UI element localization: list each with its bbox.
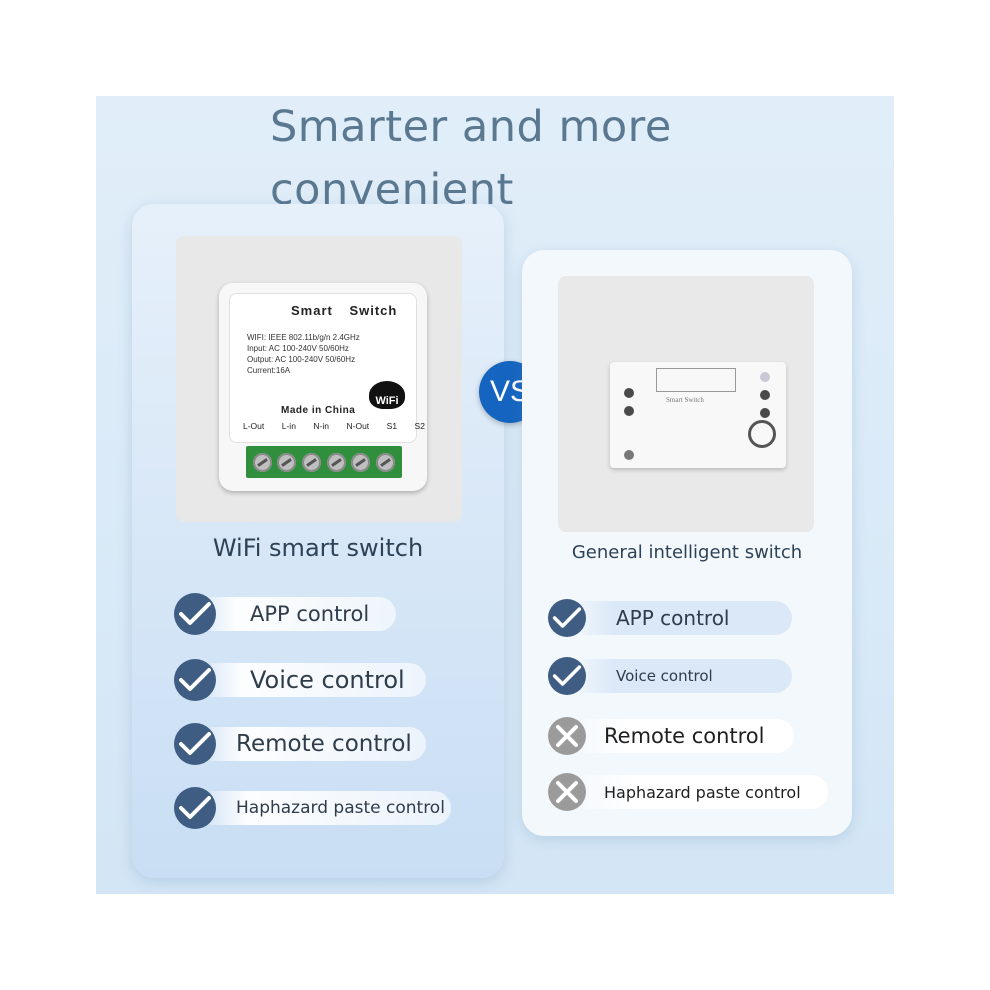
feature-label: APP control: [616, 606, 730, 630]
screw-icon: [277, 452, 297, 472]
check-icon: [548, 657, 586, 695]
general-switch-photo: Smart Switch: [558, 276, 814, 532]
device-spec-current: Current:16A: [247, 366, 291, 375]
feature-row: APP control: [174, 593, 474, 635]
made-in-label: Made in China: [281, 405, 356, 416]
smart-switch-device: Smart Switch WIFI: IEEE 802.11b/g/n 2.4G…: [219, 283, 427, 491]
feature-row: Voice control: [548, 656, 808, 696]
feature-label: Voice control: [616, 667, 713, 685]
terminal-label: S2: [414, 421, 425, 431]
feature-row: Remote control: [548, 716, 808, 756]
comparison-banner: Smarter and more convenient Smart Switch…: [96, 96, 894, 894]
feature-row: APP control: [548, 598, 808, 638]
screw-icon: [326, 452, 346, 472]
device-title: Smart Switch: [291, 303, 398, 318]
wifi-switch-photo: Smart Switch WIFI: IEEE 802.11b/g/n 2.4G…: [176, 236, 462, 522]
device-sticker: [656, 368, 736, 392]
terminal-label: N-Out: [346, 421, 370, 431]
general-switch-device: Smart Switch: [610, 362, 786, 468]
check-icon: [548, 599, 586, 637]
wifi-switch-card: Smart Switch WIFI: IEEE 802.11b/g/n 2.4G…: [132, 204, 504, 878]
device-spec-input: Input: AC 100-240V 50/60Hz: [247, 344, 349, 353]
device-face: Smart Switch WIFI: IEEE 802.11b/g/n 2.4G…: [229, 293, 425, 443]
feature-row: Haphazard paste control: [548, 772, 838, 812]
cross-icon: [548, 773, 586, 811]
cross-icon: [548, 717, 586, 755]
check-icon: [174, 659, 216, 701]
check-icon: [174, 787, 216, 829]
mounting-hook: [748, 420, 776, 448]
terminal-label: N-in: [313, 421, 330, 431]
screw-icon: [252, 452, 272, 472]
screw-icon: [351, 452, 371, 472]
feature-row: Remote control: [174, 723, 484, 765]
feature-row: Voice control: [174, 659, 474, 701]
check-icon: [174, 723, 216, 765]
product-name: General intelligent switch: [571, 542, 803, 563]
feature-label: Voice control: [250, 666, 405, 694]
wifi-logo-icon: WiFi: [369, 381, 405, 409]
feature-label: Haphazard paste control: [604, 782, 801, 802]
device-spec-output: Output: AC 100-240V 50/60Hz: [247, 355, 356, 364]
device-spec-wifi: WIFI: IEEE 802.11b/g/n 2.4GHz: [247, 333, 360, 342]
check-icon: [174, 593, 216, 635]
product-name: WiFi smart switch: [212, 534, 424, 562]
feature-label: Remote control: [604, 724, 765, 748]
device-title: Smart Switch: [666, 396, 704, 404]
terminal-label: L-in: [281, 421, 296, 431]
terminal-label: L-Out: [243, 421, 265, 431]
feature-label: Haphazard paste control: [236, 798, 445, 818]
terminal-labels: L-Out L-in N-in N-Out S1 S2: [243, 421, 425, 431]
headline-line-1: Smarter and more: [270, 102, 672, 152]
terminal-block: [246, 446, 402, 478]
headline: Smarter and more convenient: [270, 96, 672, 222]
screw-icon: [376, 452, 396, 472]
terminal-label: S1: [386, 421, 398, 431]
feature-row: Haphazard paste control: [174, 787, 484, 829]
feature-label: Remote control: [236, 731, 412, 757]
general-switch-card: Smart Switch General intelligent switch …: [522, 250, 852, 836]
screw-icon: [302, 452, 322, 472]
feature-label: APP control: [250, 602, 370, 626]
